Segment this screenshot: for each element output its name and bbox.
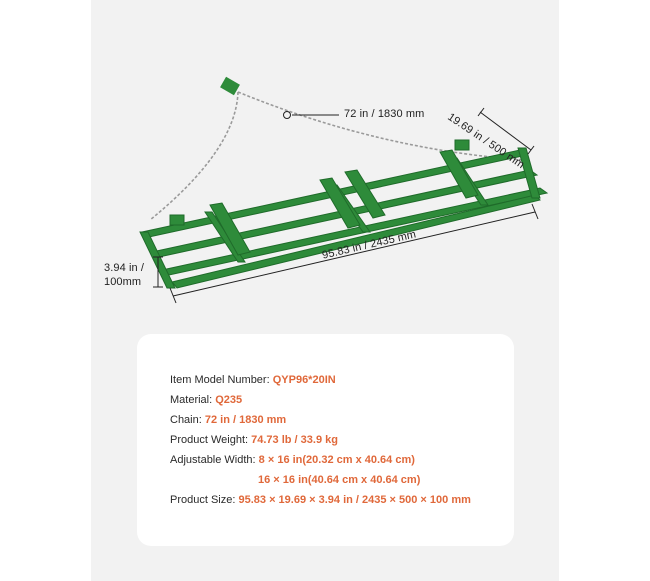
- spec-chain-label: Chain:: [170, 414, 202, 426]
- spec-model-label: Item Model Number:: [170, 374, 270, 386]
- spec-width-label: Adjustable Width:: [170, 454, 256, 466]
- spec-width-row: Adjustable Width: 8 × 16 in(20.32 cm x 4…: [170, 454, 415, 466]
- spec-chain-value: 72 in / 1830 mm: [204, 414, 287, 426]
- spec-card: Item Model Number: QYP96*20IN Material: …: [137, 334, 514, 546]
- spec-material-label: Material:: [170, 394, 213, 406]
- spec-width-row-2: 16 × 16 in(40.64 cm x 40.64 cm): [258, 474, 420, 486]
- spec-size-label: Product Size:: [170, 494, 236, 506]
- height-label-line2: 100mm: [104, 276, 142, 288]
- spec-material-row: Material: Q235: [170, 394, 242, 406]
- chain-length-label: 72 in / 1830 mm: [344, 108, 425, 120]
- spec-size-value: 95.83 × 19.69 × 3.94 in / 2435 × 500 × 1…: [238, 494, 471, 506]
- spec-weight-label: Product Weight:: [170, 434, 249, 446]
- spec-model-value: QYP96*20IN: [272, 374, 336, 386]
- spec-chain-row: Chain: 72 in / 1830 mm: [170, 414, 286, 426]
- spec-weight-row: Product Weight: 74.73 lb / 33.9 kg: [170, 434, 338, 446]
- frame-illustration: [139, 139, 549, 289]
- spec-width-value-2: 16 × 16 in(40.64 cm x 40.64 cm): [258, 474, 421, 486]
- spec-weight-value: 74.73 lb / 33.9 kg: [251, 434, 338, 446]
- spec-model-row: Item Model Number: QYP96*20IN: [170, 374, 336, 386]
- dimension-lines: [153, 107, 539, 304]
- hook-illustration: [220, 76, 240, 96]
- chain-illustration: [149, 91, 526, 221]
- spec-material-value: Q235: [215, 394, 243, 406]
- height-label-line1: 3.94 in /: [104, 262, 145, 274]
- spec-width-value-1: 8 × 16 in(20.32 cm x 40.64 cm): [258, 454, 415, 466]
- drag-frame-illustration: [139, 76, 549, 304]
- spec-size-row: Product Size: 95.83 × 19.69 × 3.94 in / …: [170, 494, 471, 506]
